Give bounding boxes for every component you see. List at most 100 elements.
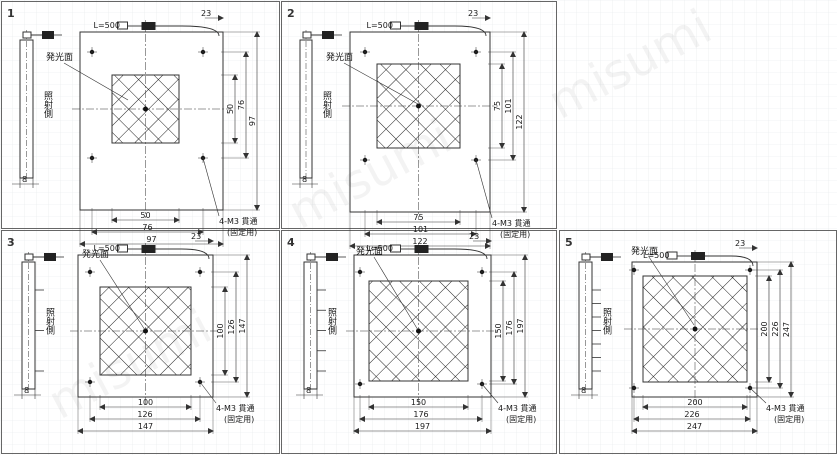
top-connector <box>390 244 401 253</box>
side-plug <box>44 253 56 261</box>
cable-length: L=500 <box>367 244 393 253</box>
height-value: 147 <box>238 318 247 333</box>
width-value: 200 <box>687 398 702 407</box>
width-value: 101 <box>413 225 428 234</box>
width-value: 50 <box>140 211 150 220</box>
cable-length: L=500 <box>94 21 120 30</box>
hole-note-sub: (固定用) <box>224 414 254 424</box>
gap-value: 23 <box>191 232 201 241</box>
hole-note-sub: (固定用) <box>500 229 530 239</box>
panel-frame-1 <box>1 1 280 229</box>
hole-leader <box>749 387 767 404</box>
side-plug <box>601 253 613 261</box>
height-value: 150 <box>494 323 503 338</box>
top-plug <box>691 252 705 260</box>
width-value: 150 <box>411 398 426 407</box>
gap-value: 23 <box>735 239 745 248</box>
thickness-value: 8 <box>24 386 29 395</box>
emitting-leader <box>343 62 419 105</box>
hole-leader <box>475 159 493 219</box>
side-view-rod <box>21 261 36 390</box>
side-plug <box>322 31 334 39</box>
side-connector <box>22 31 32 39</box>
top-connector <box>666 251 678 260</box>
hole-leader <box>481 383 499 404</box>
height-value: 197 <box>516 318 525 333</box>
cable-bend <box>454 25 487 37</box>
top-connector <box>117 244 128 253</box>
side-connector <box>302 31 312 39</box>
irradiation-side-label: 照射側 <box>42 91 53 118</box>
width-value: 226 <box>684 410 699 419</box>
panel-frame-4 <box>281 230 557 454</box>
width-value: 122 <box>412 237 427 246</box>
top-connector <box>390 21 401 30</box>
width-value: 197 <box>415 422 430 431</box>
cable-bend <box>454 248 488 260</box>
emitting-surface-label: 発光面 <box>82 248 109 260</box>
top-plug <box>141 245 156 253</box>
side-plug <box>326 253 338 261</box>
hole-note-sub: (固定用) <box>774 414 804 424</box>
emitting-leader <box>648 256 695 326</box>
side-view-rod <box>578 261 593 390</box>
hole-note-sub: (固定用) <box>506 414 536 424</box>
panel-number: 1 <box>7 7 15 20</box>
height-value: 100 <box>216 323 225 338</box>
panel-number: 4 <box>287 236 295 249</box>
panel-frame-2 <box>281 1 557 229</box>
hole-note-sub: (固定用) <box>227 227 257 237</box>
panel-number: 2 <box>287 7 295 20</box>
height-value: 76 <box>237 100 246 110</box>
top-connector <box>117 21 128 30</box>
gap-value: 23 <box>468 9 478 18</box>
width-value: 75 <box>413 213 423 222</box>
top-plug <box>414 245 429 253</box>
height-value: 200 <box>760 321 769 336</box>
emitting-surface-label: 発光面 <box>356 245 383 257</box>
thickness-value: 8 <box>22 175 27 184</box>
cable-bend <box>181 248 210 260</box>
height-value: 97 <box>248 116 257 126</box>
height-value: 122 <box>515 114 524 129</box>
height-value: 101 <box>504 98 513 113</box>
height-value: 247 <box>782 322 791 337</box>
cable-bend <box>181 25 220 37</box>
irradiation-side-label: 照射側 <box>44 307 55 334</box>
cable-length: L=500 <box>643 251 669 260</box>
side-connector <box>306 253 316 261</box>
panel-number: 3 <box>7 236 15 249</box>
width-value: 126 <box>137 410 152 419</box>
height-value: 75 <box>493 101 502 111</box>
top-plug <box>141 22 156 30</box>
emitting-leader <box>99 259 146 331</box>
side-connector <box>24 253 34 261</box>
hole-leader <box>199 381 217 404</box>
top-plug <box>414 22 429 30</box>
irradiation-side-label: 照射側 <box>326 307 337 334</box>
hole-leader <box>202 157 220 217</box>
hole-note: 4-M3 貫通 <box>492 218 531 228</box>
cable-bend <box>730 255 754 267</box>
cable-length: L=500 <box>94 244 120 253</box>
hole-note: 4-M3 貫通 <box>766 403 805 413</box>
gap-value: 23 <box>201 9 211 18</box>
panel-number: 5 <box>565 236 573 249</box>
width-value: 97 <box>146 235 156 244</box>
height-value: 126 <box>227 319 236 334</box>
height-value: 176 <box>505 320 514 335</box>
emitting-surface-label: 発光面 <box>631 245 658 257</box>
side-plug <box>42 31 54 39</box>
gap-value: 23 <box>469 232 479 241</box>
side-view-rod <box>303 261 318 390</box>
emitting-surface-label: 発光面 <box>326 51 353 63</box>
hole-note: 4-M3 貫通 <box>498 403 537 413</box>
height-value: 226 <box>771 321 780 336</box>
center-mark <box>416 103 421 109</box>
thickness-value: 8 <box>306 386 311 395</box>
